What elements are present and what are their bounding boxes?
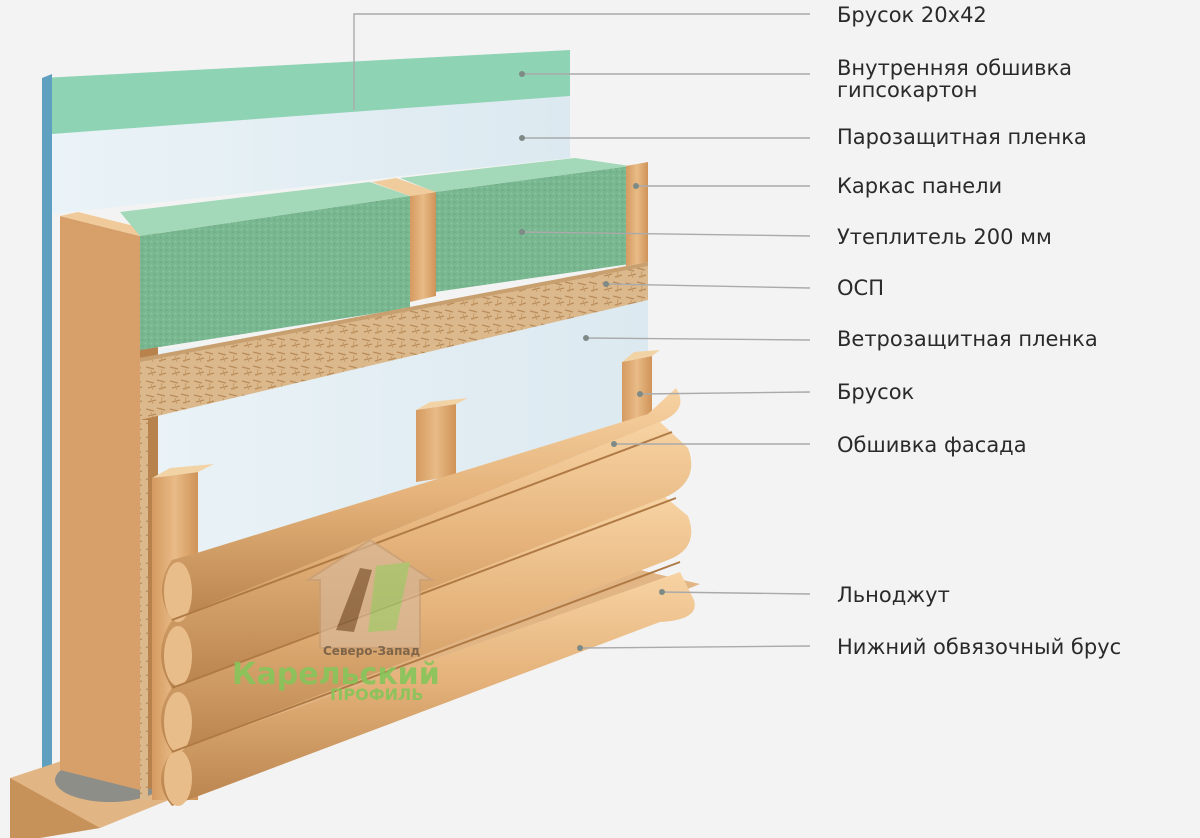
label-facade: Обшивка фасада — [837, 433, 1027, 457]
watermark-line2: Карельский — [232, 657, 440, 692]
watermark-logo — [304, 538, 436, 649]
leader-dots — [519, 71, 665, 651]
label-jute: Льноджут — [837, 583, 950, 607]
insulation-blocks — [120, 158, 630, 350]
middle-stud — [372, 178, 436, 302]
label-drywall-line2: гипсокартон — [837, 78, 978, 102]
label-osb: ОСП — [837, 276, 884, 300]
facade-logs — [161, 388, 695, 806]
osb-layer — [140, 262, 648, 800]
label-vapor-film: Парозащитная пленка — [837, 125, 1087, 149]
watermark-line1: Северо-Запад — [323, 644, 421, 658]
right-stud — [626, 162, 648, 266]
leader-lines — [353, 13, 811, 649]
label-bottom-beam: Нижний обвязочный брус — [837, 635, 1122, 659]
label-panel-frame: Каркас панели — [837, 174, 1003, 198]
watermark-line3: ПРОФИЛЬ — [330, 685, 423, 704]
label-bar: Брусок — [837, 380, 915, 404]
label-wind-film: Ветрозащитная пленка — [837, 327, 1098, 351]
label-insulation: Утеплитель 200 мм — [837, 225, 1052, 249]
drywall-layer — [42, 50, 570, 806]
vapor-film-layer — [52, 96, 570, 214]
label-drywall-line1: Внутренняя обшивка — [837, 56, 1073, 80]
label-bar-20x42: Брусок 20х42 — [837, 3, 987, 27]
